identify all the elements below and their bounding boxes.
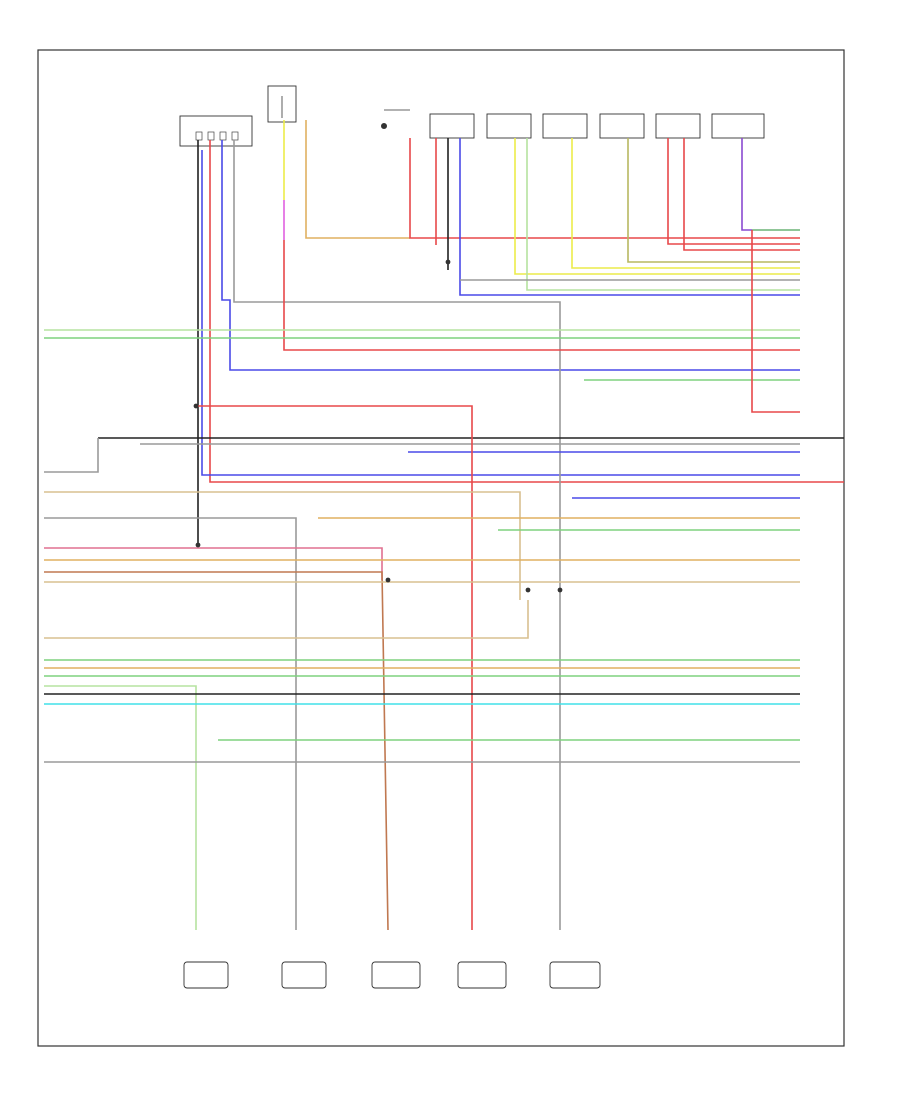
top-component-switch: [267, 85, 297, 123]
wire-group: [44, 120, 844, 931]
top-component-ground-sensor: [381, 109, 410, 129]
diagram-frame: [37, 49, 845, 1047]
splice-points: [193, 259, 563, 593]
bottom-components: [183, 961, 601, 989]
top-component-left: [179, 115, 253, 147]
top-connector-row: [429, 113, 765, 139]
